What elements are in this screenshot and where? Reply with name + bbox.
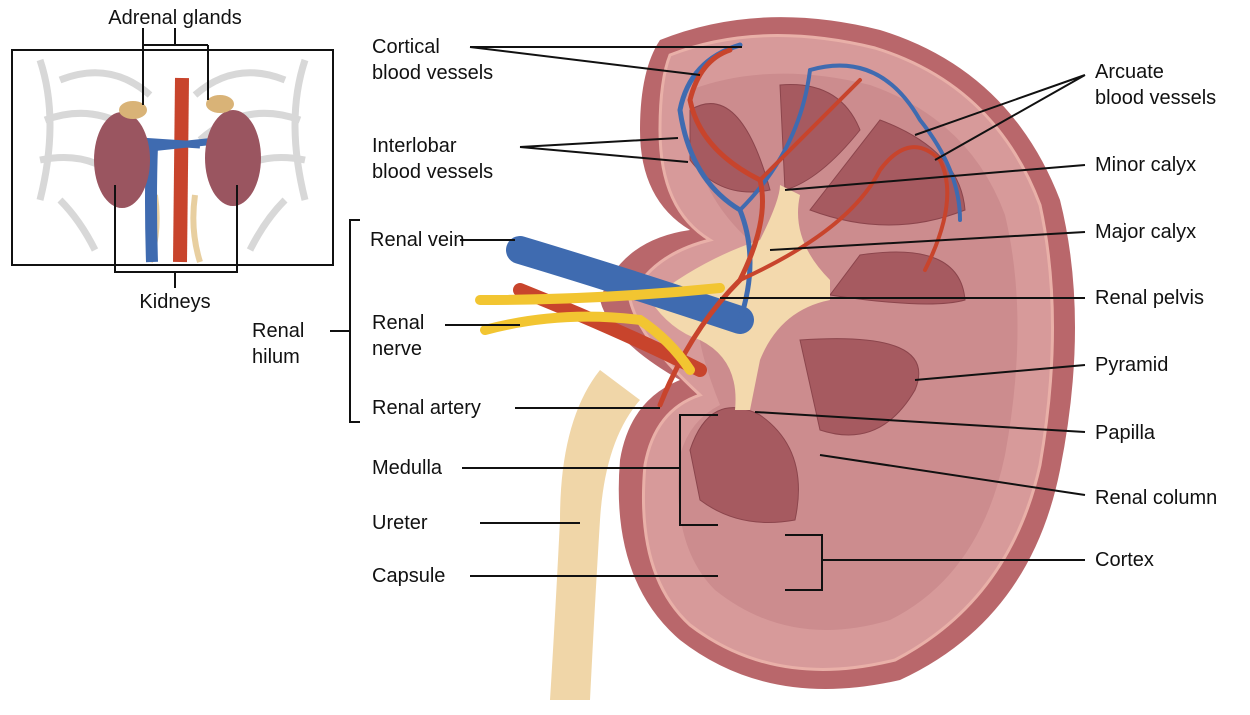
label-cortex: Cortex (1095, 549, 1154, 571)
label-adrenal-glands: Adrenal glands (108, 7, 242, 29)
label-line: Renal (252, 320, 305, 342)
label-line: nerve (372, 338, 423, 360)
inset-torso-figure (11, 28, 334, 288)
label-interlobar-blood-vessels: Interlobar blood vessels (372, 133, 493, 185)
label-line: Arcuate (1095, 61, 1164, 83)
label-major-calyx: Major calyx (1095, 221, 1197, 243)
label-arcuate-blood-vessels: Arcuate blood vessels (1095, 59, 1216, 111)
label-renal-nerve: Renal nerve (372, 310, 424, 362)
ureter-shape (550, 370, 640, 700)
label-line: hilum (252, 346, 300, 368)
label-renal-pelvis: Renal pelvis (1095, 287, 1204, 309)
label-renal-artery: Renal artery (372, 397, 481, 419)
label-minor-calyx: Minor calyx (1095, 154, 1197, 176)
label-cortical-blood-vessels: Cortical blood vessels (372, 34, 493, 86)
label-renal-column: Renal column (1095, 487, 1218, 509)
label-capsule: Capsule (372, 565, 446, 587)
label-medulla: Medulla (372, 457, 443, 479)
label-line: Renal (372, 312, 425, 334)
label-line: blood vessels (372, 161, 494, 183)
label-line: Cortical (372, 36, 440, 58)
label-ureter: Ureter (372, 512, 428, 534)
label-line: blood vessels (372, 62, 494, 84)
label-papilla: Papilla (1095, 422, 1156, 444)
label-renal-hilum: Renal hilum (252, 318, 304, 370)
label-pyramid: Pyramid (1095, 354, 1169, 376)
label-kidneys: Kidneys (139, 291, 211, 313)
leader-lines (330, 46, 1086, 591)
blood-vessels (475, 42, 962, 408)
label-line: Interlobar (372, 135, 457, 157)
label-renal-vein: Renal vein (370, 229, 465, 251)
label-line: blood vessels (1095, 87, 1217, 109)
